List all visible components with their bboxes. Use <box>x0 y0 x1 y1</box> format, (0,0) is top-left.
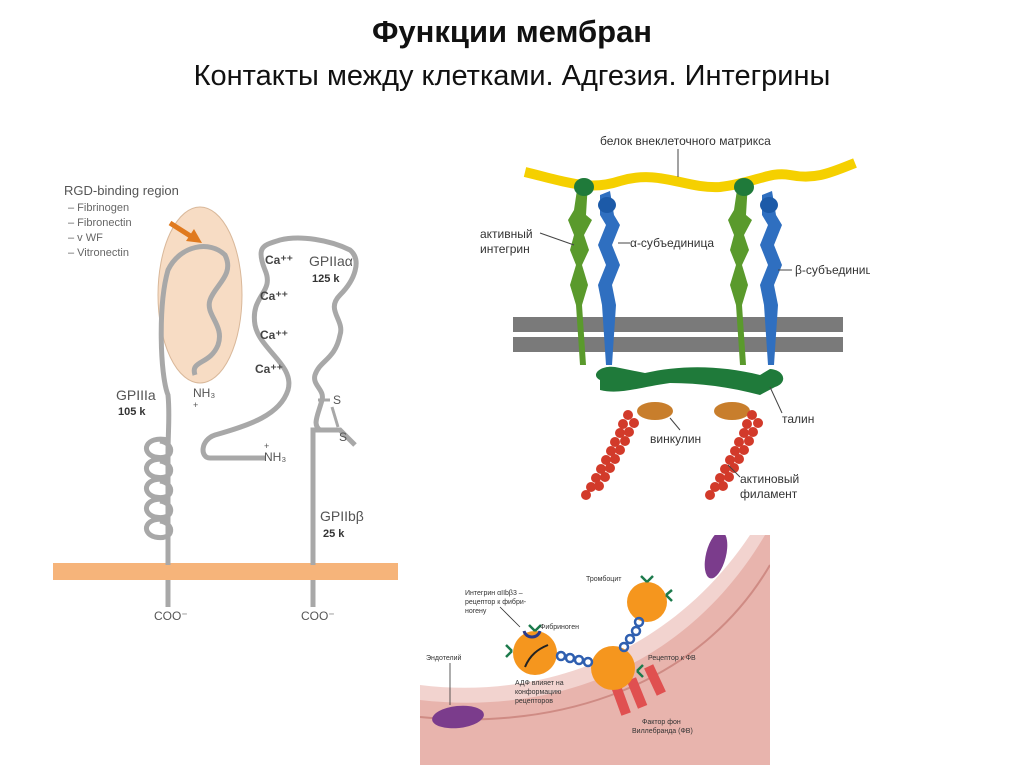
gpiiia-chain <box>144 244 231 565</box>
nh3-top-charge: + <box>193 400 198 410</box>
alpha-subunit-shape <box>728 182 752 365</box>
actin-label: филамент <box>740 487 798 501</box>
ca-label: Ca⁺⁺ <box>260 289 288 303</box>
platelet-label: Тромбоцит <box>586 575 622 583</box>
nh3-top: NH₃ <box>193 386 215 400</box>
plasma-membrane-bar <box>513 337 843 352</box>
vinculin-label: винкулин <box>650 432 701 446</box>
ca-label: Ca⁺⁺ <box>265 253 293 267</box>
ecm-protein-fiber <box>523 158 857 193</box>
adp-label: рецепторов <box>515 698 553 705</box>
actin-filament-left <box>581 410 639 500</box>
coo-right: COO⁻ <box>301 609 335 623</box>
vwf-label: Виллебранда (ФВ) <box>632 727 693 735</box>
rgd-item: – v WF <box>68 232 103 244</box>
fibrinogen-label: Фибриноген <box>540 623 579 631</box>
vwf-pillar <box>644 664 666 696</box>
endothelium-label: Эндотелий <box>426 654 462 662</box>
talin-shape <box>595 366 784 395</box>
gp2b-mass: 25 k <box>323 528 345 540</box>
endothelial-nucleus <box>432 705 484 729</box>
talin-label: талин <box>782 412 814 426</box>
integrin-pair-left <box>568 178 620 365</box>
integrin-structure-diagram: RGD-binding region – Fibrinogen – Fibron… <box>53 183 398 623</box>
actin-filament-right <box>705 410 763 500</box>
integrin-label: Интегрин αIIbβ3 – <box>465 590 523 597</box>
alpha-subunit-label: α-субъединица <box>630 236 714 250</box>
adp-label: АДФ влияет на <box>515 680 564 687</box>
endothelial-nucleus <box>704 535 728 579</box>
alpha-subunit-shape <box>568 182 592 365</box>
slide-title: Функции мембран <box>371 14 653 49</box>
gp2a-name: GPIIaα <box>309 253 353 269</box>
gp3a-name: GPIIIa <box>116 387 156 403</box>
nh3-bottom-charge: + <box>264 441 269 451</box>
vwf-label: Фактор фон <box>642 719 681 726</box>
plasma-membrane-bar <box>513 317 843 332</box>
gpiib-beta-chain <box>310 427 332 565</box>
beta-subunit-shape <box>760 191 782 365</box>
adp-arrow-icon <box>524 644 549 668</box>
platelet-cell <box>591 646 635 690</box>
fv-receptor-label: Рецептор к ФВ <box>648 655 696 662</box>
vinculin-blob <box>637 402 673 420</box>
actin-label: актиновый <box>740 472 799 486</box>
s-top: S <box>333 393 341 407</box>
rgd-arrow-icon <box>168 220 194 240</box>
ca-label: Ca⁺⁺ <box>260 328 288 342</box>
beta-subunit-shape <box>598 191 620 365</box>
fibrinogen-chain <box>555 616 645 668</box>
gpiia-alpha-chain <box>200 235 359 461</box>
integrin-pair-right <box>728 178 782 365</box>
rgd-item: – Vitronectin <box>68 247 129 259</box>
integrin-label: ногену <box>465 608 487 615</box>
rgd-heading: RGD-binding region <box>64 183 179 198</box>
active-integrin-diagram: белок внеклеточного матрикса активный ин… <box>480 134 870 501</box>
integrin-label: рецептор к фибри- <box>465 598 527 606</box>
platelet-cell <box>627 582 667 622</box>
beta-subunit-label: β-субъединица <box>795 263 870 277</box>
platelet-adhesion-illustration: Интегрин αIIbβ3 – рецептор к фибри- ноге… <box>420 535 770 765</box>
vessel-wall-inner <box>420 535 770 765</box>
rgd-item: – Fibronectin <box>68 217 132 229</box>
nh3-bottom: NH₃ <box>264 450 286 464</box>
ecm-label: белок внеклеточного матрикса <box>600 134 771 148</box>
integrin-receptor-markers <box>505 575 673 678</box>
ca-label: Ca⁺⁺ <box>255 362 283 376</box>
gp2a-mass: 125 k <box>312 273 340 285</box>
integrin-cup-icon <box>522 630 542 639</box>
rgd-item: – Fibrinogen <box>68 202 129 214</box>
slide-subtitle: Контакты между клетками. Адгезия. Интегр… <box>193 60 831 92</box>
gp3a-mass: 105 k <box>118 406 146 418</box>
vwf-pillar <box>611 684 631 716</box>
s-bottom: S <box>339 430 347 444</box>
vinculin-blob <box>714 402 750 420</box>
cell-membrane-band <box>53 563 398 580</box>
gp2b-name: GPIIbβ <box>320 508 364 524</box>
active-integrin-label: интегрин <box>480 242 530 256</box>
coo-left: COO⁻ <box>154 609 188 623</box>
adp-label: конформацию <box>515 689 561 696</box>
active-integrin-label: активный <box>480 227 533 241</box>
vwf-pillar <box>626 677 648 709</box>
rgd-binding-region <box>157 206 243 384</box>
